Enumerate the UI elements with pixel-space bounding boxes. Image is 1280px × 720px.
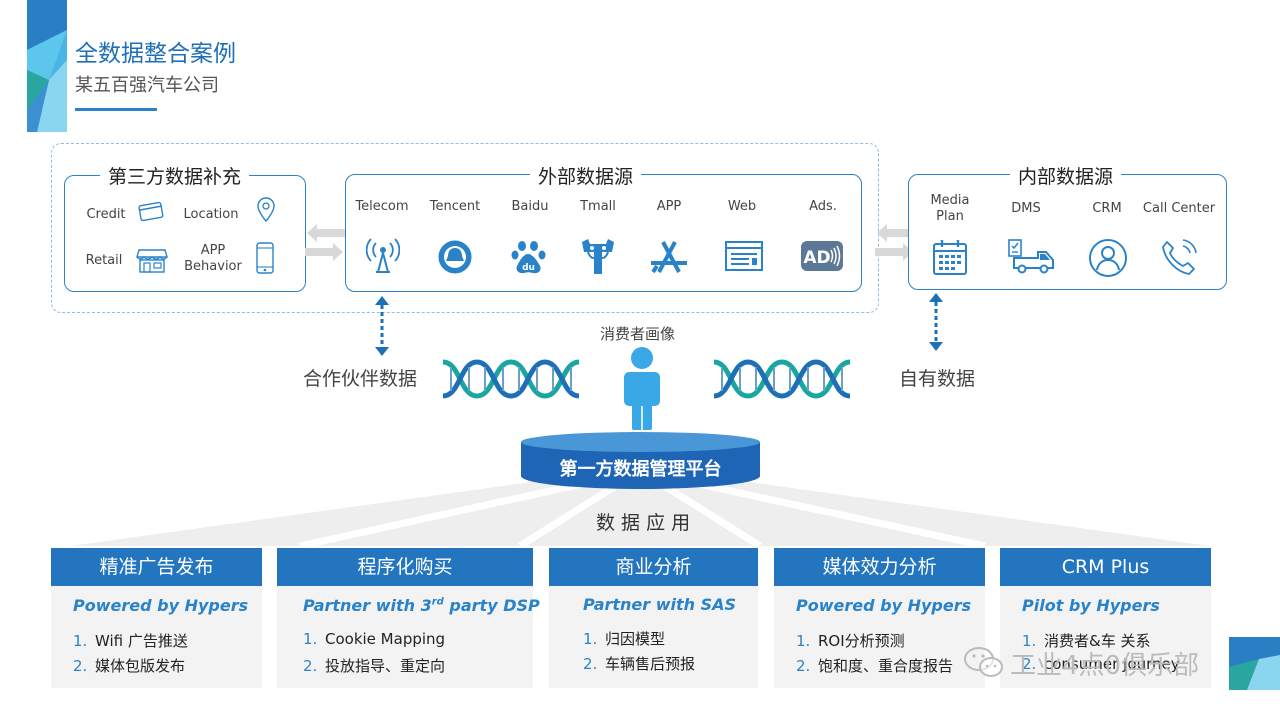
third-party-item-credit: Credit	[86, 207, 126, 222]
external-item-tmall: Tmall	[580, 199, 616, 214]
card-business-analysis-item-2: 2.车辆售后预报	[583, 655, 696, 673]
arrows-internal	[875, 224, 915, 261]
consumer-portrait-label: 消费者画像	[600, 325, 676, 343]
partner-data-label: 合作伙伴数据	[303, 368, 418, 390]
card-business-analysis-body: Partner with SAS 1.归因模型 2.车辆售后预报	[549, 586, 758, 688]
browser-icon	[725, 241, 763, 271]
card-media-effectiveness-subtitle: Powered by Hypers	[796, 596, 972, 615]
external-title: 外部数据源	[530, 162, 642, 189]
card-programmatic-item-2: 2.投放指导、重定向	[303, 657, 446, 675]
arrows-third-party	[305, 224, 345, 261]
app-store-icon	[651, 241, 687, 274]
card-ad-delivery-subtitle: Powered by Hypers	[73, 596, 249, 615]
external-panel	[345, 174, 862, 292]
svg-text:du: du	[522, 263, 535, 273]
internal-item-crm: CRM	[1092, 201, 1122, 216]
tmall-icon	[582, 239, 614, 274]
credit-card-icon	[138, 201, 164, 222]
watermark-text: 工业4点0俱乐部	[1010, 651, 1200, 681]
card-media-effectiveness-item-2: 2.饱和度、重合度报告	[796, 657, 954, 675]
third-party-item-retail: Retail	[85, 253, 123, 268]
third-party-title: 第三方数据补充	[100, 162, 250, 189]
card-business-analysis-item-1: 1.归因模型	[583, 630, 666, 648]
card-programmatic-body: Partner with 3rd party DSP 1.Cookie Mapp…	[277, 586, 540, 688]
internal-item-call-center: Call Center	[1142, 201, 1216, 216]
calendar-icon	[933, 240, 967, 275]
external-item-baidu: Baidu	[511, 199, 549, 214]
platform-rays	[70, 476, 1210, 550]
card-programmatic-header: 程序化购买	[277, 548, 533, 586]
card-ad-delivery-body: Powered by Hypers 1.Wifi 广告推送 2.媒体包版发布	[51, 586, 262, 688]
partner-vertical-arrow	[375, 296, 389, 356]
baidu-icon: du	[511, 241, 546, 274]
card-ad-delivery-item-2: 2.媒体包版发布	[73, 657, 186, 675]
antenna-icon	[366, 238, 400, 273]
own-vertical-arrow	[929, 293, 943, 351]
wechat-icon	[964, 647, 1003, 677]
card-media-effectiveness-item-1: 1.ROI分析预测	[796, 632, 905, 650]
platform-label: 第一方数据管理平台	[559, 459, 722, 480]
corner-decoration-top-left	[27, 0, 67, 132]
title-underline	[75, 108, 157, 111]
card-programmatic-subtitle: Partner with 3rd party DSP	[303, 596, 540, 615]
corner-decoration-bottom-right	[1229, 637, 1280, 690]
ad-icon: AD	[801, 241, 843, 271]
page-subtitle: 某五百强汽车公司	[75, 75, 219, 96]
card-programmatic: 程序化购买 Partner with 3rd party DSP 1.Cooki…	[277, 548, 540, 688]
phone-icon	[1162, 239, 1197, 275]
own-data-label: 自有数据	[899, 368, 976, 390]
truck-icon	[1008, 239, 1054, 274]
external-item-tencent: Tencent	[429, 199, 481, 214]
card-crm-plus-subtitle: Pilot by Hypers	[1022, 596, 1160, 615]
external-item-web: Web	[727, 199, 757, 214]
store-icon	[136, 249, 168, 273]
data-applications-label: 数 据 应 用	[596, 512, 691, 534]
card-ad-delivery-item-1: 1.Wifi 广告推送	[73, 632, 188, 650]
consumer-person-icon	[624, 347, 660, 430]
card-business-analysis: 商业分析 Partner with SAS 1.归因模型 2.车辆售后预报	[549, 548, 758, 688]
third-party-item-app-behavior: APP Behavior	[184, 243, 242, 274]
data-platform-cylinder	[521, 432, 760, 489]
card-crm-plus-header: CRM Plus	[1000, 548, 1211, 586]
external-item-telecom: Telecom	[355, 199, 409, 214]
internal-item-media-plan: Media Plan	[930, 193, 970, 224]
external-item-app: APP	[656, 199, 682, 214]
card-business-analysis-subtitle: Partner with SAS	[583, 595, 737, 614]
card-ad-delivery-header: 精准广告发布	[51, 548, 262, 586]
card-ad-delivery: 精准广告发布 Powered by Hypers 1.Wifi 广告推送 2.媒…	[51, 548, 262, 688]
third-party-item-location: Location	[183, 207, 239, 222]
card-programmatic-item-1: 1.Cookie Mapping	[303, 630, 446, 648]
mobile-phone-icon	[256, 242, 274, 274]
svg-text:AD: AD	[803, 248, 830, 268]
external-data-group-border	[51, 143, 879, 313]
card-media-effectiveness: 媒体效力分析 Powered by Hypers 1.ROI分析预测 2.饱和度…	[774, 548, 985, 688]
card-crm-plus: CRM Plus Pilot by Hypers 1.消费者&车 关系 2.co…	[1000, 548, 1211, 688]
internal-title: 内部数据源	[1010, 162, 1122, 189]
internal-item-dms: DMS	[1011, 201, 1041, 216]
card-crm-plus-item-1: 1.消费者&车 关系	[1022, 632, 1151, 650]
location-pin-icon	[257, 197, 275, 223]
card-business-analysis-header: 商业分析	[549, 548, 758, 586]
card-media-effectiveness-header: 媒体效力分析	[774, 548, 985, 586]
card-media-effectiveness-body: Powered by Hypers 1.ROI分析预测 2.饱和度、重合度报告	[774, 586, 985, 688]
user-circle-icon	[1089, 239, 1127, 277]
card-crm-plus-item-2: 2.consumer Journey	[1022, 655, 1180, 673]
page-title: 全数据整合案例	[75, 41, 236, 67]
dna-helix-right-icon	[714, 359, 851, 399]
dna-helix-left-icon	[443, 359, 580, 399]
external-item-ads: Ads.	[809, 199, 837, 214]
card-crm-plus-body: Pilot by Hypers 1.消费者&车 关系 2.consumer Jo…	[1000, 586, 1211, 688]
internal-panel	[908, 174, 1227, 290]
tencent-icon	[438, 240, 472, 274]
